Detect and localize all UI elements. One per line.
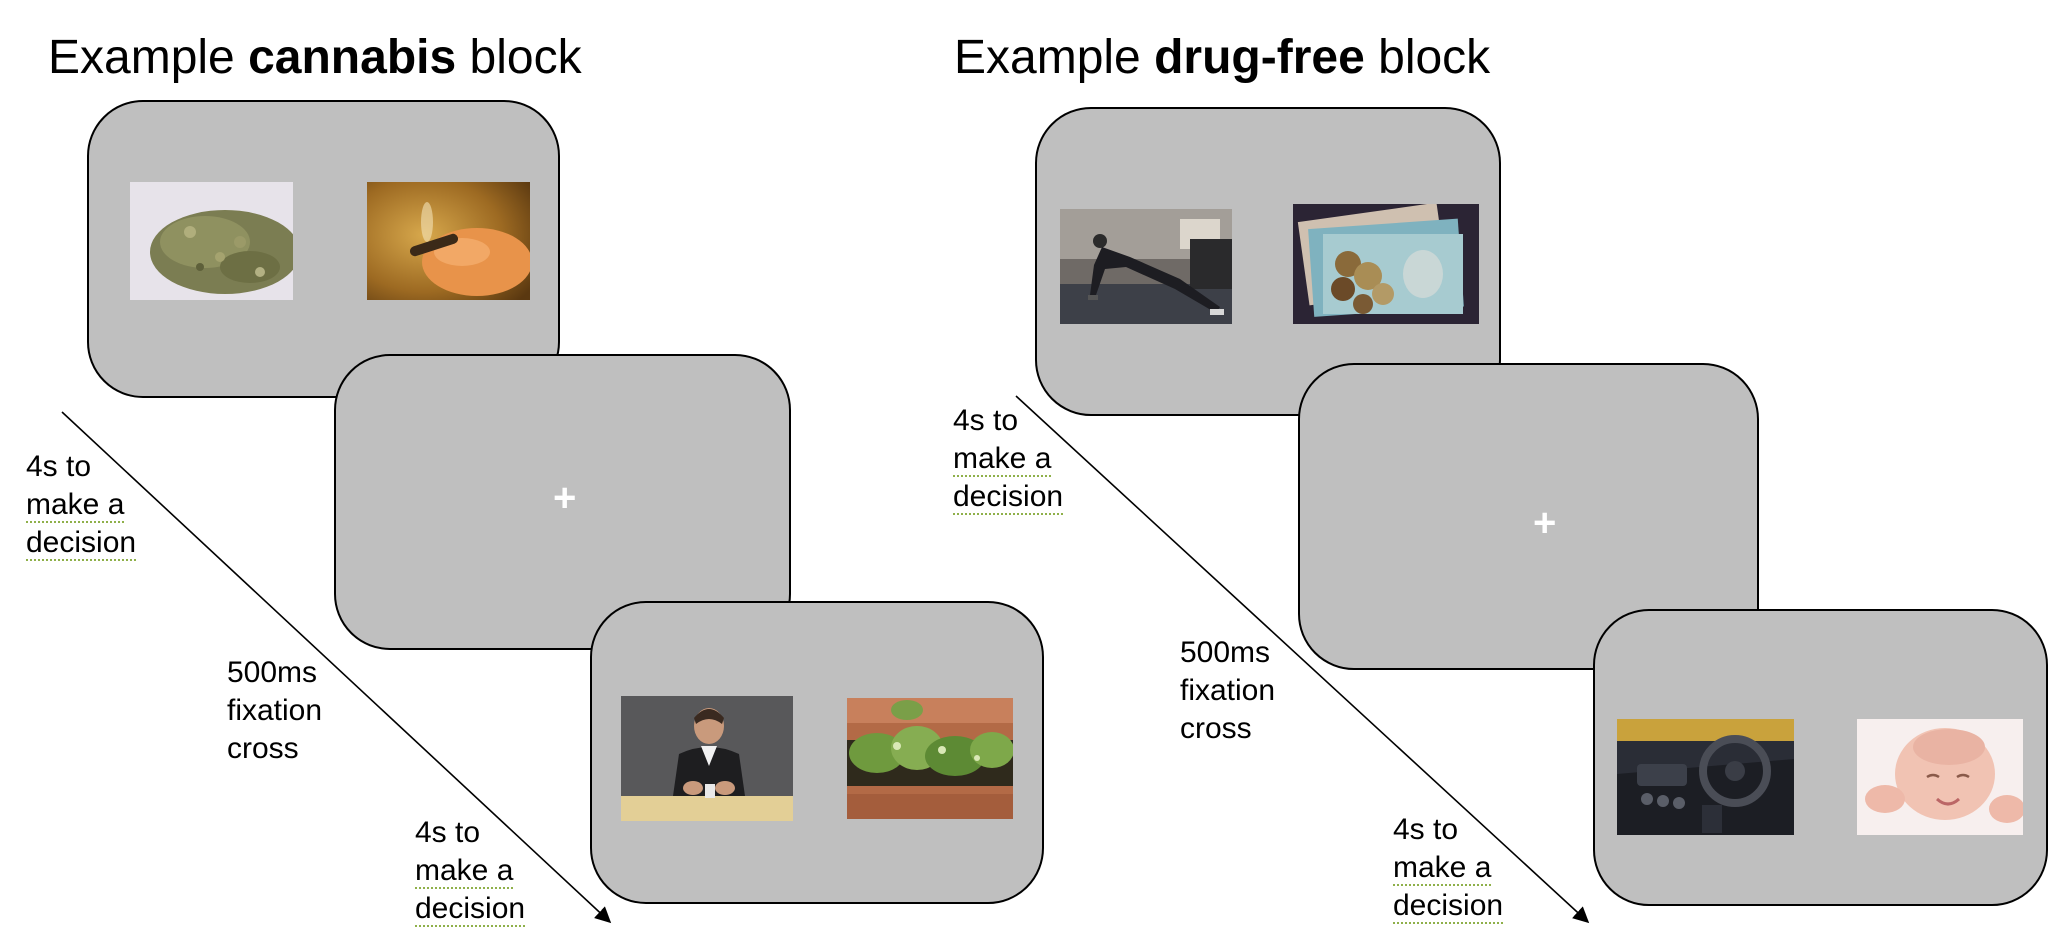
drug-free-fixation-label: 500ms fixation cross bbox=[1180, 634, 1275, 748]
woman-exercising-photo bbox=[1060, 209, 1232, 324]
drug-free-trial-screen-2 bbox=[1593, 609, 2048, 906]
drug-free-decision-label-2: 4s to make a decision bbox=[1393, 811, 1503, 925]
money-notes-coins-photo bbox=[1293, 204, 1479, 324]
fixation-cross-icon: + bbox=[1533, 503, 1556, 543]
sleeping-baby-photo bbox=[1857, 719, 2023, 835]
car-interior-photo bbox=[1617, 719, 1794, 835]
drug-free-decision-label-1: 4s to make a decision bbox=[953, 402, 1063, 516]
